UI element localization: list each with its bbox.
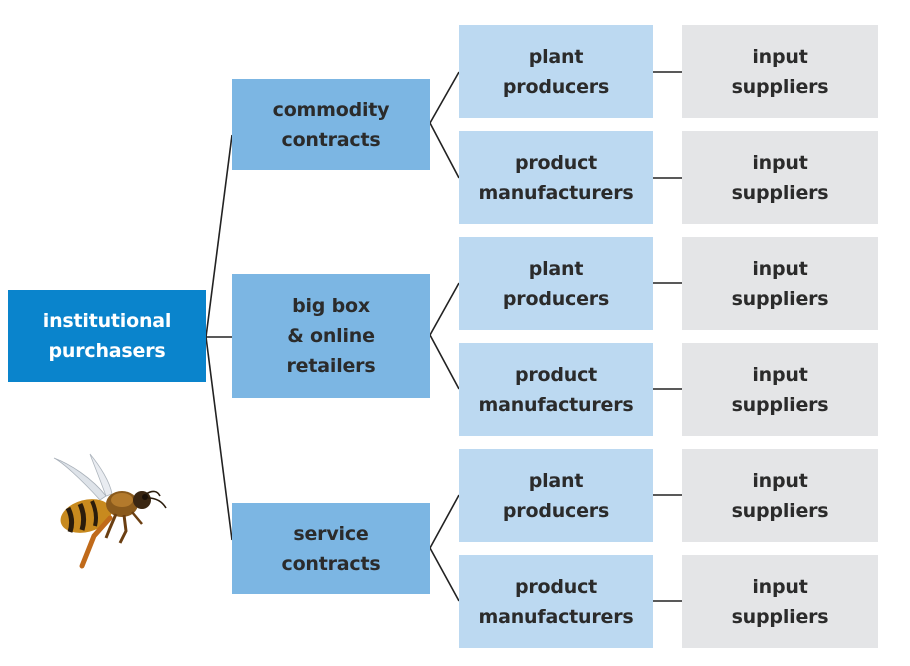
node-label: input suppliers: [731, 363, 829, 416]
bee-icon: [53, 453, 167, 569]
node-label: big box & online retailers: [286, 295, 376, 377]
node-input-suppliers-5: input suppliers: [682, 449, 878, 542]
node-commodity-contracts: commodity contracts: [232, 79, 430, 170]
node-plant-producers-2: plant producers: [459, 237, 653, 330]
connector-root-channel1: [205, 134, 233, 338]
node-input-suppliers-3: input suppliers: [682, 237, 878, 330]
node-label: input suppliers: [731, 45, 829, 98]
node-input-suppliers-2: input suppliers: [682, 131, 878, 224]
node-label: input suppliers: [731, 469, 829, 522]
node-label: product manufacturers: [478, 575, 634, 628]
node-service-contracts: service contracts: [232, 503, 430, 594]
node-product-manufacturers-3: product manufacturers: [459, 555, 653, 648]
node-plant-producers-3: plant producers: [459, 449, 653, 542]
node-label: plant producers: [502, 257, 610, 310]
connector-root-channel3: [205, 336, 233, 541]
node-label: institutional purchasers: [42, 310, 172, 362]
connector-channel2-producer3: [429, 282, 460, 336]
node-input-suppliers-1: input suppliers: [682, 25, 878, 118]
node-input-suppliers-4: input suppliers: [682, 343, 878, 436]
node-institutional-purchasers: institutional purchasers: [8, 290, 206, 382]
node-label: commodity contracts: [272, 98, 390, 151]
node-big-box-online-retailers: big box & online retailers: [232, 274, 430, 398]
connector-channel1-producer1: [429, 71, 460, 124]
node-label: plant producers: [502, 45, 610, 98]
node-label: input suppliers: [731, 257, 829, 310]
node-label: plant producers: [502, 469, 610, 522]
connector-channel1-producer2: [429, 122, 460, 179]
node-label: service contracts: [281, 522, 381, 575]
node-label: input suppliers: [731, 575, 829, 628]
node-product-manufacturers-1: product manufacturers: [459, 131, 653, 224]
node-label: input suppliers: [731, 151, 829, 204]
node-plant-producers-1: plant producers: [459, 25, 653, 118]
connector-channel2-producer4: [429, 334, 460, 390]
node-label: product manufacturers: [478, 151, 634, 204]
connector-channel3-producer6: [429, 547, 460, 602]
node-product-manufacturers-2: product manufacturers: [459, 343, 653, 436]
node-input-suppliers-6: input suppliers: [682, 555, 878, 648]
node-label: product manufacturers: [478, 363, 634, 416]
connector-channel3-producer5: [429, 494, 460, 549]
